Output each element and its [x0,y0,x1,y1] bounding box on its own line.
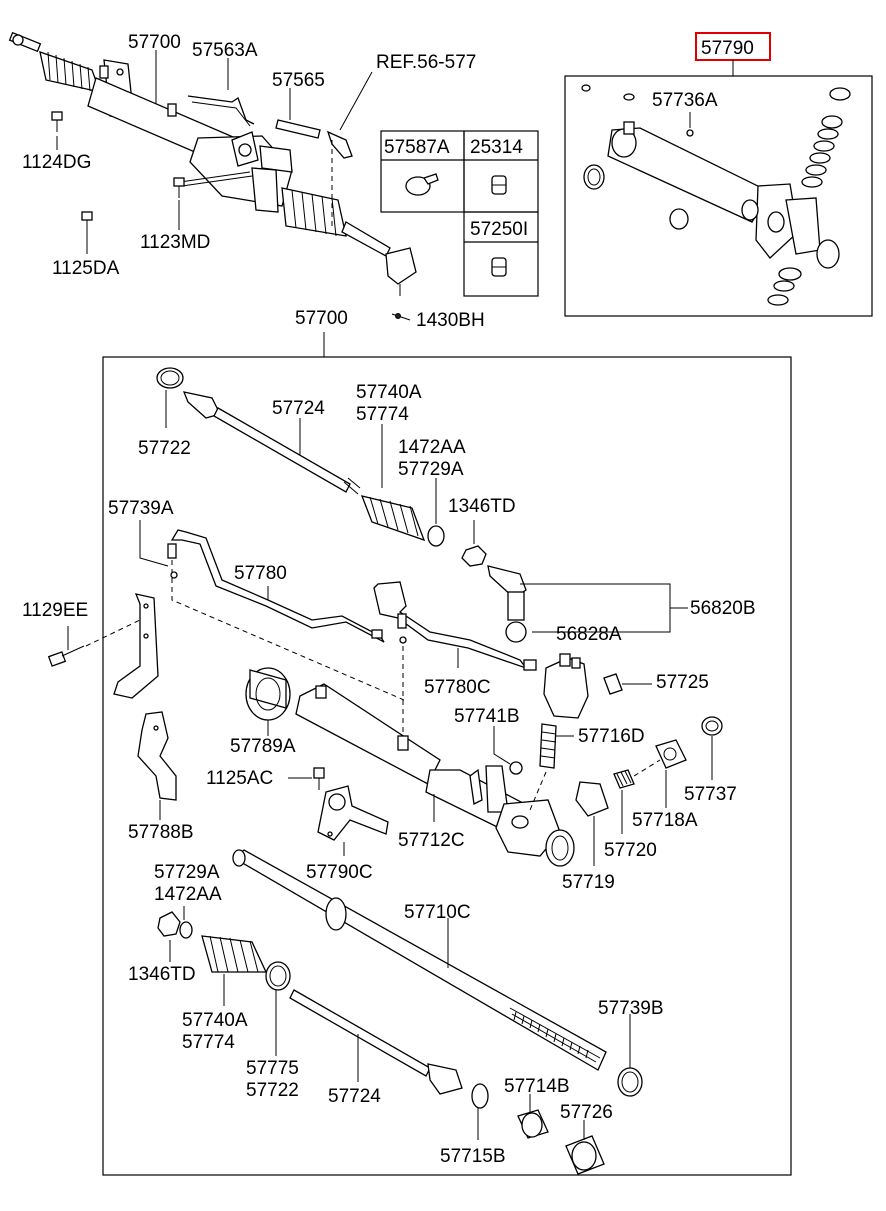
label-1430BH: 1430BH [416,310,485,331]
label-57710C: 57710C [404,902,471,923]
right-boot-drawing [281,187,347,237]
label-57788B: 57788B [128,822,194,843]
label-57722-lower: 57722 [246,1080,299,1101]
left-boot-drawing [39,51,102,93]
label-57714B: 57714B [504,1076,570,1097]
upper-tie-rod-group [156,367,527,643]
label-1472AA-lower: 1472AA [154,884,222,905]
right-small-parts [575,716,723,817]
lower-tie-rod-group [157,911,643,1175]
label-57720: 57720 [604,840,657,861]
label-57739A: 57739A [108,498,174,519]
label-57718A: 57718A [632,810,698,831]
label-57736A: 57736A [652,90,718,111]
bushing-57789A [245,667,291,721]
bushing-icon [491,175,507,195]
label-57774-upper: 57774 [356,404,409,425]
label-57716D: 57716D [578,726,645,747]
label-57700-top: 57700 [128,32,181,53]
clamp-icon [405,173,439,196]
bolt-1125DA [81,211,93,232]
label-57726: 57726 [560,1102,613,1123]
label-57250I: 57250I [470,219,528,240]
label-57722-upper: 57722 [138,438,191,459]
label-57774-lower: 57774 [182,1032,235,1053]
label-25314: 25314 [470,137,523,158]
label-57715B: 57715B [440,1146,506,1167]
label-1129EE: 1129EE [22,600,88,621]
label-57719: 57719 [562,872,615,893]
label-57724-lower: 57724 [328,1086,381,1107]
bolt-1123MD [173,177,185,198]
label-57789A: 57789A [230,736,296,757]
label-57741B: 57741B [454,706,520,727]
label-1472AA-upper: 1472AA [398,437,466,458]
label-57790C: 57790C [306,862,373,883]
bracket-57790C [313,767,389,841]
upper-leaders [165,390,688,633]
label-57587A: 57587A [384,137,450,158]
small-parts-box [380,130,539,297]
label-56828A: 56828A [556,624,622,645]
pipe-group [167,529,537,740]
gear-housing [295,683,575,867]
label-57724-upper: 57724 [272,398,325,419]
label-57740A-upper: 57740A [356,382,422,403]
assembled-steering-gear [8,31,417,321]
seal-kit-box [564,75,873,317]
label-57739B: 57739B [598,998,664,1019]
label-1346TD-lower: 1346TD [128,964,196,985]
label-57737: 57737 [684,784,737,805]
label-1125AC: 1125AC [206,768,273,789]
bracket-1129EE [47,593,159,699]
bushing-icon [491,257,507,277]
valve-body [543,653,623,719]
label-57780: 57780 [234,563,287,584]
label-56820B: 56820B [690,598,756,619]
label-57700-main: 57700 [295,308,348,329]
seal-kit-parts [581,84,851,306]
label-57729A-upper: 57729A [398,459,464,480]
label-57565: 57565 [272,70,325,91]
label-57712C: 57712C [398,830,465,851]
label-57563A: 57563A [192,40,258,61]
label-57775: 57775 [246,1058,299,1079]
label-57725: 57725 [656,672,709,693]
spool-57716D [529,723,557,811]
label-1124DG: 1124DG [22,152,91,173]
label-1346TD-upper: 1346TD [448,496,516,517]
label-57780C: 57780C [424,677,491,698]
rack-57710C [232,849,607,1071]
label-1123MD: 1123MD [140,232,210,253]
label-57729A-lower: 57729A [154,862,220,883]
label-ref-56-577: REF.56-577 [376,52,476,73]
label-1125DA: 1125DA [52,258,120,279]
main-assembly-box [102,356,792,1176]
bracket-57788B [137,711,177,801]
label-57740A-lower: 57740A [182,1010,248,1031]
top-leaders [56,50,373,254]
bolt-1124DG [51,111,63,132]
label-57790: 57790 [701,38,754,59]
